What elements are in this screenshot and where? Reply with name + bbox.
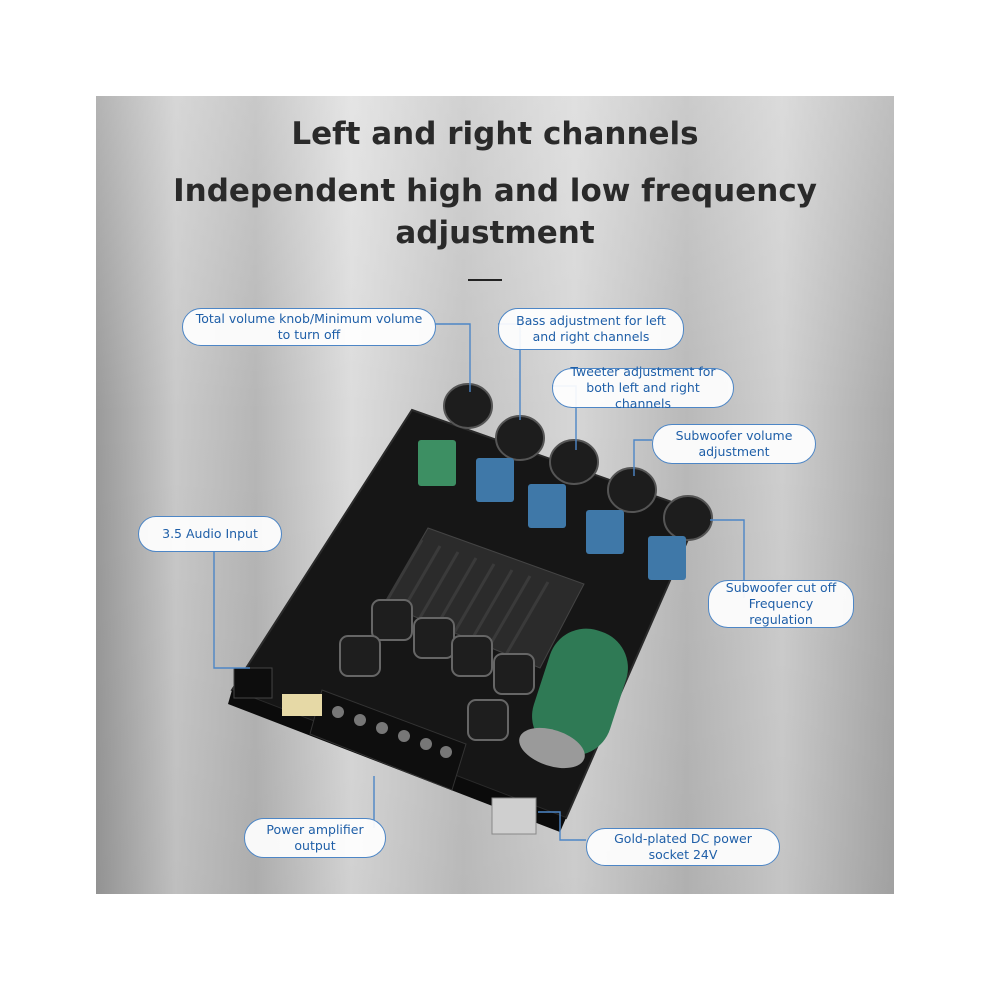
headline-line1: Left and right channels — [291, 116, 699, 152]
knob-sub-volume — [607, 467, 657, 513]
bluetooth-antenna — [282, 694, 322, 716]
green-module — [418, 440, 456, 486]
knob-volume — [443, 383, 493, 429]
callout-subwoofer-cutoff: Subwoofer cut off Frequency regulation — [708, 580, 854, 628]
terminal-block — [309, 689, 467, 791]
callout-total-volume: Total volume knob/Minimum volume to turn… — [182, 308, 436, 346]
pot-3 — [586, 510, 624, 554]
pot-1 — [476, 458, 514, 502]
callout-dc-socket: Gold-plated DC power socket 24V — [586, 828, 780, 866]
callout-subwoofer-volume: Subwoofer volume adjustment — [652, 424, 816, 464]
pot-2 — [528, 484, 566, 528]
knob-row — [443, 383, 713, 541]
callout-tweeter: Tweeter adjustment for both left and rig… — [552, 364, 734, 411]
headline-line2: Independent high and low frequency adjus… — [173, 173, 817, 251]
dc-socket — [491, 797, 537, 835]
callout-power-output: Power amplifier output — [244, 818, 386, 858]
title-divider — [468, 279, 502, 281]
callout-audio-input: 3.5 Audio Input — [138, 516, 282, 552]
inductors — [339, 599, 535, 741]
capacitor — [519, 628, 628, 769]
knob-sub-cutoff — [663, 495, 713, 541]
callout-bass: Bass adjustment for left and right chann… — [498, 308, 684, 350]
audio-jack — [233, 667, 273, 699]
knob-tweeter — [549, 439, 599, 485]
pot-4 — [648, 536, 686, 580]
